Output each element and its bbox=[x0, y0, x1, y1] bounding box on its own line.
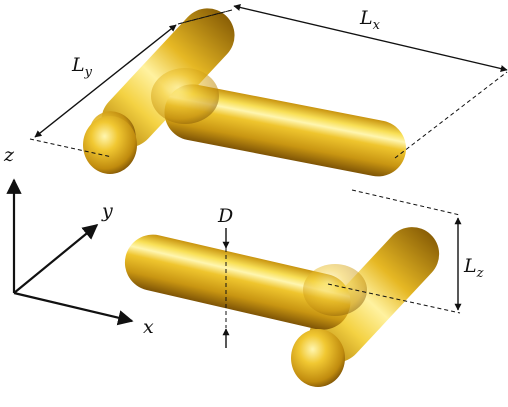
bottom-crossbar bbox=[309, 227, 440, 363]
top-longbar bbox=[164, 84, 407, 177]
label-axis-y: y bbox=[101, 200, 113, 222]
label-D: D bbox=[217, 205, 233, 227]
label-axis-z: z bbox=[3, 144, 15, 166]
coordinate-axes bbox=[6, 178, 134, 326]
top-crossbar-cap bbox=[83, 116, 137, 174]
axis-y-arrow bbox=[13, 224, 99, 294]
label-Ly: Ly bbox=[71, 54, 93, 80]
axis-x-arrow bbox=[13, 291, 134, 326]
label-Lx: Lx bbox=[359, 7, 381, 33]
label-Lz: Lz bbox=[463, 255, 484, 281]
label-axis-x: x bbox=[143, 316, 154, 338]
bottom-particle bbox=[124, 227, 440, 387]
guide-lines bbox=[29, 9, 508, 328]
bottom-crossbar-cap bbox=[291, 329, 345, 387]
Ly-arrow bbox=[34, 24, 177, 138]
bottom-longbar bbox=[124, 234, 351, 330]
dimension-arrows bbox=[34, 4, 508, 348]
Lx-arrow bbox=[233, 4, 508, 72]
